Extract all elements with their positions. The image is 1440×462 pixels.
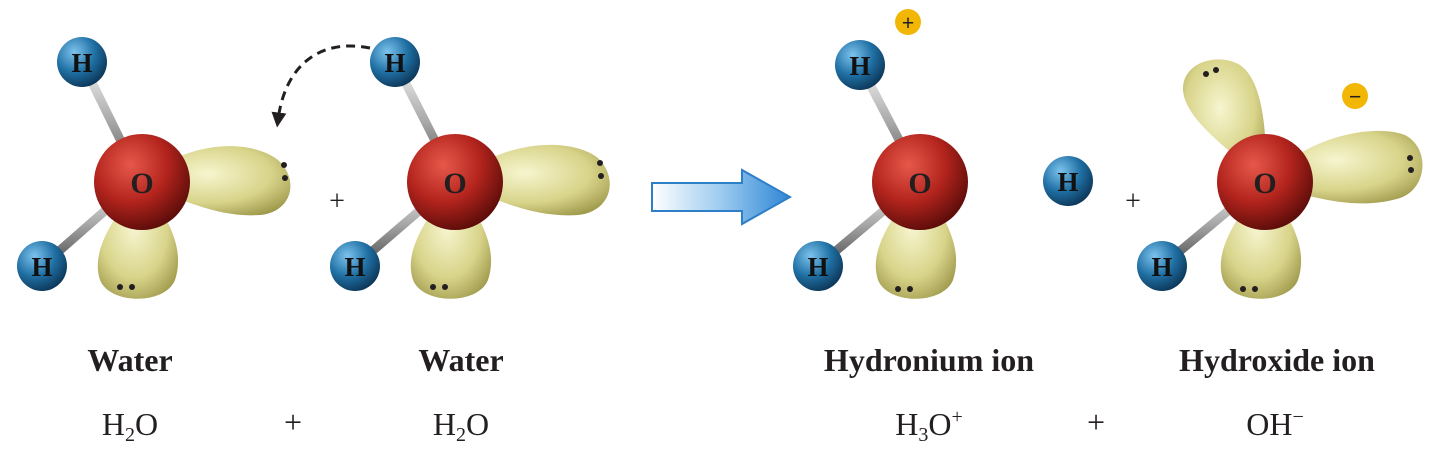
svg-text:H: H (31, 252, 52, 282)
formula-hydronium: H3O+ (895, 406, 963, 446)
proton-transfer-arrow (271, 44, 371, 128)
svg-text:H: H (849, 51, 870, 81)
equation-plus-sign: + (1086, 404, 1106, 440)
oxygen-atom: O (1217, 134, 1313, 230)
hydrogen-atom: H (793, 241, 843, 291)
formula-water-1: H2O (101, 406, 159, 446)
hydrogen-atom: H (1137, 241, 1187, 291)
svg-text:H: H (71, 48, 92, 78)
hydrogen-atom: H (1043, 156, 1093, 206)
hydrogen-atom: H (835, 40, 885, 90)
oxygen-atom: O (94, 134, 190, 230)
svg-text:H: H (1057, 167, 1078, 197)
hydrogen-atom: H (57, 37, 107, 87)
svg-text:O: O (443, 167, 466, 200)
plus-sign: + (329, 186, 345, 217)
hydrogen-atom: H (370, 37, 420, 87)
equation-plus-sign: + (283, 404, 303, 440)
oxygen-atom: O (872, 134, 968, 230)
svg-text:O: O (1253, 167, 1276, 200)
svg-text:H: H (344, 252, 365, 282)
hydroxide-ion-molecule: O H − (1137, 59, 1423, 299)
water-molecule-1: O H H (17, 37, 291, 299)
molecule-name-hydronium: Hydronium ion (823, 342, 1035, 378)
plus-sign: + (1125, 186, 1141, 217)
formula-hydroxide: OH− (1246, 406, 1304, 442)
reaction-arrow (651, 168, 793, 226)
negative-charge-badge: − (1342, 83, 1368, 109)
molecule-name-hydroxide: Hydroxide ion (1179, 342, 1375, 378)
formula-water-2: H2O (432, 406, 490, 446)
svg-text:−: − (1349, 84, 1362, 109)
svg-text:H: H (807, 252, 828, 282)
hydronium-ion-molecule: O H H H + (793, 9, 1093, 299)
svg-text:O: O (908, 167, 931, 200)
molecule-name-water-2: Water (418, 342, 504, 378)
hydrogen-atom: H (17, 241, 67, 291)
svg-text:H: H (1151, 252, 1172, 282)
svg-text:+: + (902, 10, 915, 35)
svg-text:O: O (130, 167, 153, 200)
svg-text:H: H (384, 48, 405, 78)
hydrogen-atom: H (330, 241, 380, 291)
molecule-name-water-1: Water (87, 342, 173, 378)
water-molecule-2: O H H (330, 37, 610, 299)
positive-charge-badge: + (895, 9, 921, 35)
oxygen-atom: O (407, 134, 503, 230)
